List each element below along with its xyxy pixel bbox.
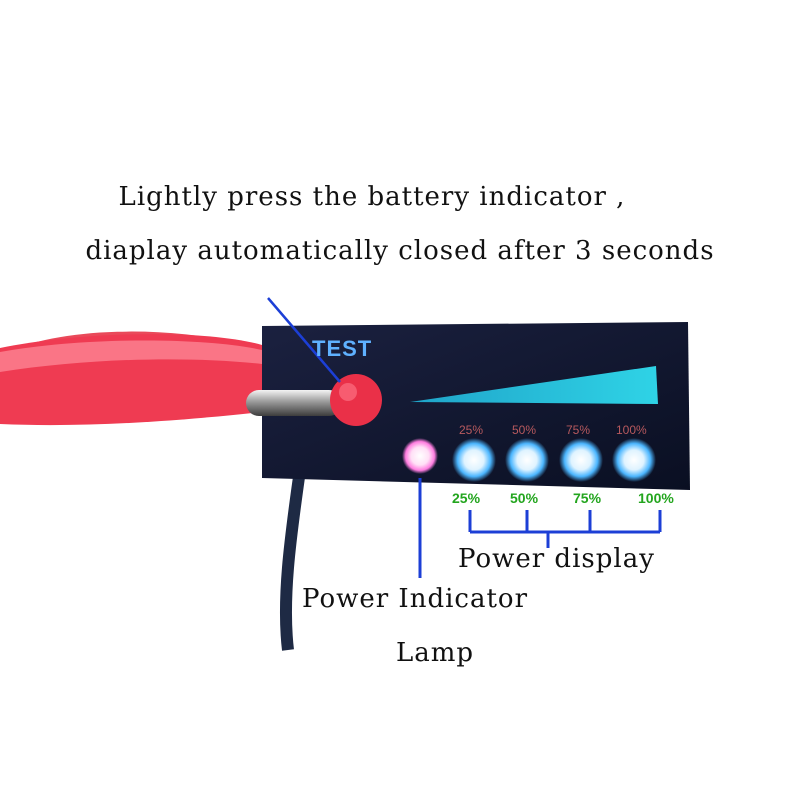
power-display-bracket <box>468 510 662 548</box>
board-level-50: 50% <box>512 423 537 437</box>
instruction-caption-line2: diaplay automatically closed after 3 sec… <box>85 236 715 266</box>
level-bar <box>410 366 658 404</box>
level-label-25: 25% <box>452 490 481 506</box>
level-label-75: 75% <box>573 490 602 506</box>
clip-metal-tip <box>246 390 342 416</box>
led-100 <box>612 438 656 482</box>
power-indicator-label: Power Indicator <box>302 584 528 614</box>
power-display-label: Power display <box>458 544 655 574</box>
power-indicator-led <box>402 438 438 474</box>
level-label-100: 100% <box>638 490 674 506</box>
test-button <box>330 374 382 426</box>
button-pointer-line <box>267 297 341 383</box>
board-level-100: 100% <box>616 423 647 437</box>
black-cable <box>279 469 306 651</box>
test-button-label: TEST <box>312 336 373 361</box>
level-label-50: 50% <box>510 490 539 506</box>
board-level-25: 25% <box>459 423 484 437</box>
led-50 <box>505 438 549 482</box>
led-25 <box>452 438 496 482</box>
board-level-75: 75% <box>566 423 591 437</box>
instruction-caption-line1: Lightly press the battery indicator , <box>118 182 626 212</box>
led-75 <box>559 438 603 482</box>
lamp-label: Lamp <box>396 638 475 668</box>
